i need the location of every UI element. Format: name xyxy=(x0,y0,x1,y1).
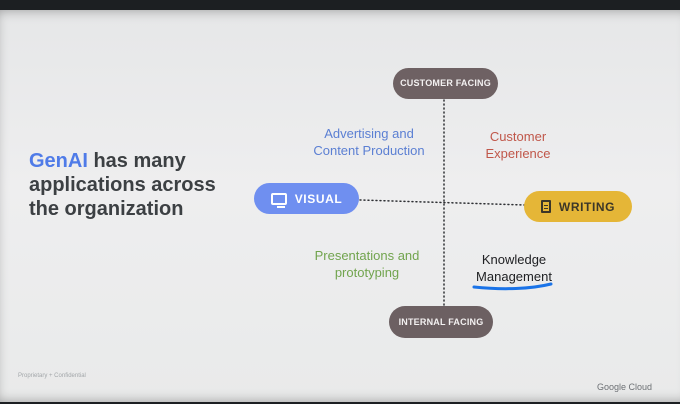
confidential-footer: Proprietary + Confidential xyxy=(18,373,86,379)
google-cloud-footer: Google Cloud xyxy=(596,382,652,392)
knowledge-management: Knowledge Management xyxy=(476,252,552,284)
slide-title-rest: has many applications across the organiz… xyxy=(29,150,216,220)
writing-label: WRITING xyxy=(558,199,616,214)
slide-title: GenAI has many applications across the o… xyxy=(29,149,249,221)
genai-title-accent: GenAI xyxy=(29,150,88,172)
customer-experience: Customer Experience xyxy=(485,129,551,161)
document-icon xyxy=(540,200,551,213)
monitor-icon xyxy=(270,192,287,208)
visual-label: VISUAL xyxy=(294,191,343,206)
customer-facing-label: CUSTOMER FACING xyxy=(400,78,491,88)
writing-pill: WRITING xyxy=(524,191,632,222)
internal-facing-pill: INTERNAL FACING xyxy=(389,306,493,338)
customer-facing-pill: CUSTOMER FACING xyxy=(393,68,498,99)
visual-pill: VISUAL xyxy=(254,183,359,214)
presentations-prototyping: Presentations and prototyping xyxy=(314,248,420,280)
advertising-content-production: Advertising and Content Production xyxy=(313,126,425,158)
internal-facing-label: INTERNAL FACING xyxy=(398,316,484,327)
